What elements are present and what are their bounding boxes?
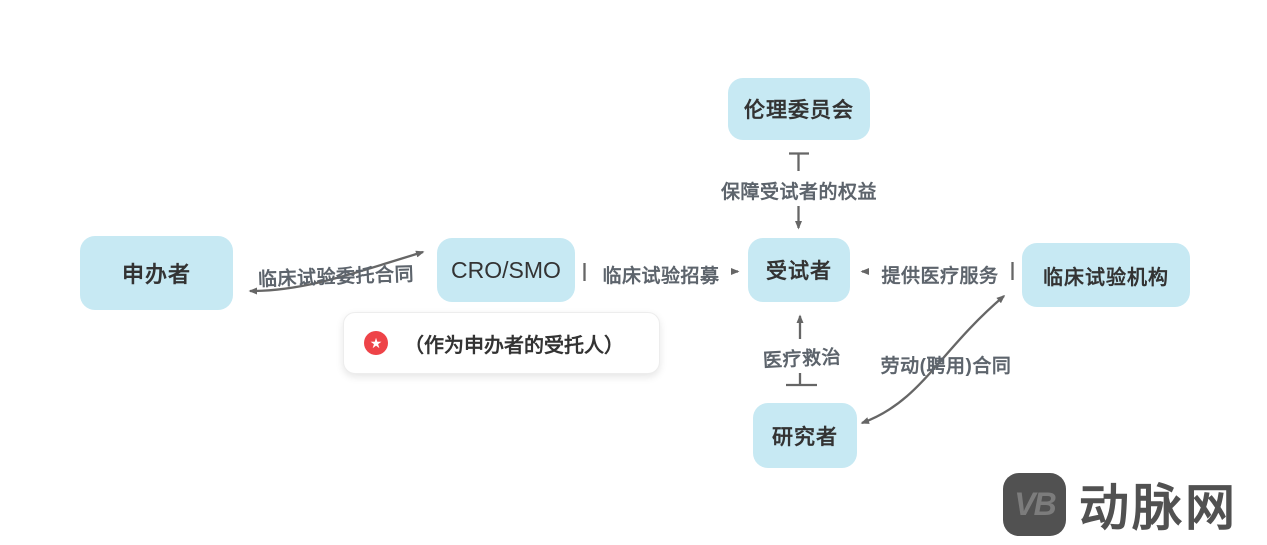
vcbeat-vb-logo-icon: VB: [1003, 472, 1066, 536]
callout-text: （作为申办者的受托人）: [404, 334, 624, 357]
node-clinical-trial-institution: 临床试验机构: [1022, 243, 1190, 307]
edge-label-protect-subject-rights: 保障受试者的权益: [720, 182, 877, 203]
node-sponsor: 申办者: [80, 236, 233, 310]
node-researcher: 研究者: [753, 403, 857, 468]
arrow-ethics-to-subject: [789, 152, 809, 230]
edge-label-employment-contract: 劳动(聘用)合同: [880, 356, 1012, 377]
callout-cro-as-trustee: ★ （作为申办者的受托人）: [343, 312, 660, 374]
edge-label-trial-recruitment: 临床试验招募: [602, 266, 720, 287]
arrow-sponsor-cro-contract: [248, 250, 425, 295]
edge-label-medical-treatment: 医疗救治: [762, 346, 842, 373]
arrow-institution-to-subject: [860, 262, 1014, 280]
node-cro-smo: CRO/SMO: [437, 238, 575, 302]
edge-label-provide-medical-service: 提供医疗服务: [881, 266, 999, 287]
watermark: VB 动脉网: [1003, 468, 1238, 540]
star-glyph: ★: [369, 335, 383, 351]
arrow-researcher-to-subject: [786, 314, 817, 387]
star-badge-icon: ★: [364, 331, 388, 355]
arrow-cro-to-subject: [583, 263, 740, 281]
node-ethics-committee: 伦理委员会: [728, 78, 870, 140]
vcbeat-wordmark: 动脉网: [1079, 480, 1238, 536]
node-subject: 受试者: [748, 238, 850, 302]
arrow-institution-researcher-contract: [860, 295, 1006, 425]
